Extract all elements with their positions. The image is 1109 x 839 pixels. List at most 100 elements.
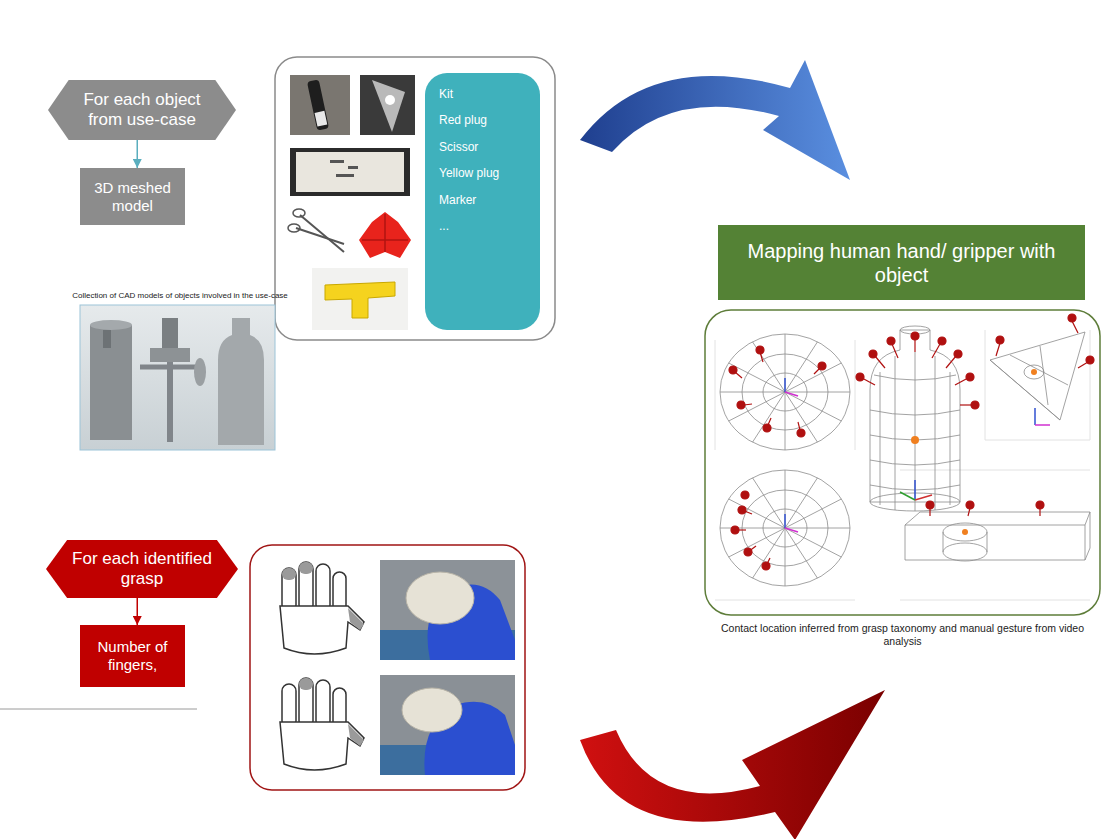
illustration-part bbox=[766, 558, 770, 566]
hexagon-fill bbox=[48, 80, 236, 140]
illustration-part bbox=[218, 318, 264, 445]
illustration-part bbox=[742, 510, 752, 514]
illustration-part bbox=[735, 529, 746, 530]
illustration-part bbox=[362, 239, 408, 241]
illustration-part bbox=[348, 608, 364, 630]
illustration-part bbox=[720, 470, 850, 586]
node-text: For each identified grasp bbox=[70, 549, 214, 590]
illustration-part bbox=[784, 378, 786, 392]
illustration-part bbox=[996, 336, 1004, 344]
mesh-panel bbox=[705, 310, 1100, 615]
illustration-part bbox=[856, 373, 864, 381]
illustration-part bbox=[300, 215, 344, 252]
illustration-part bbox=[275, 57, 555, 340]
node-text: Mapping human hand/ gripper with object bbox=[728, 239, 1075, 287]
illustration-part bbox=[299, 678, 313, 690]
illustration-part bbox=[748, 546, 756, 552]
illustration-part bbox=[280, 562, 364, 654]
illustration-part bbox=[290, 206, 350, 258]
illustration-part bbox=[715, 340, 716, 450]
illustration-part bbox=[869, 350, 877, 358]
illustration-part bbox=[954, 350, 962, 358]
illustration-part bbox=[985, 330, 986, 440]
illustration-part bbox=[296, 152, 404, 192]
illustration-part bbox=[720, 334, 850, 450]
illustration-part bbox=[720, 470, 850, 586]
illustration-part bbox=[966, 373, 974, 381]
flow-arrow bbox=[580, 60, 850, 180]
illustration-part bbox=[875, 356, 885, 368]
illustration-part bbox=[1090, 330, 1091, 440]
illustration-part bbox=[293, 209, 305, 217]
illustration-part bbox=[250, 545, 525, 790]
illustration-part bbox=[1031, 369, 1037, 375]
illustration-part bbox=[194, 358, 206, 386]
illustration-part bbox=[729, 314, 1094, 570]
illustration-part bbox=[380, 560, 515, 660]
illustration-part bbox=[103, 330, 111, 348]
illustration-part bbox=[996, 343, 1000, 356]
illustration-part bbox=[90, 320, 132, 330]
illustration-part bbox=[167, 362, 173, 442]
illustration-part bbox=[915, 495, 932, 500]
illustration-part bbox=[307, 79, 329, 130]
illustration-part bbox=[336, 174, 354, 177]
caption-label: Contact location inferred from grasp tax… bbox=[705, 622, 1100, 647]
illustration-part bbox=[914, 480, 916, 500]
illustration-part bbox=[900, 492, 915, 500]
illustration-part bbox=[380, 675, 515, 775]
flow-arrow bbox=[580, 690, 885, 839]
illustration-part bbox=[926, 501, 934, 509]
illustration-part bbox=[312, 268, 408, 330]
illustration-part bbox=[402, 688, 462, 732]
illustration-part bbox=[372, 80, 405, 132]
list-item: ... bbox=[439, 219, 449, 233]
illustration-part bbox=[990, 332, 1085, 420]
illustration-part bbox=[900, 600, 1090, 601]
illustration-part bbox=[784, 514, 786, 528]
illustration-part bbox=[818, 362, 826, 370]
list-item: Kit bbox=[439, 87, 453, 101]
flow-connector bbox=[137, 140, 139, 168]
illustration-part bbox=[870, 375, 960, 490]
illustration-part bbox=[282, 568, 296, 580]
illustration-part bbox=[162, 318, 178, 348]
divider-line bbox=[0, 709, 197, 710]
illustration-part bbox=[385, 95, 395, 105]
illustration-part bbox=[315, 111, 328, 127]
illustration-part bbox=[1072, 321, 1078, 333]
illustration-part bbox=[384, 214, 386, 252]
illustration-part bbox=[359, 212, 411, 258]
illustration-part bbox=[966, 501, 974, 509]
illustration-part bbox=[1068, 314, 1076, 322]
cad-models-picture bbox=[80, 305, 275, 450]
illustration-part bbox=[288, 224, 300, 232]
illustration-part bbox=[1034, 408, 1036, 425]
illustration-part bbox=[985, 440, 1090, 441]
illustration-part bbox=[355, 205, 415, 265]
illustration-part bbox=[348, 166, 358, 169]
illustration-part bbox=[280, 678, 364, 770]
illustration-part bbox=[729, 366, 737, 374]
illustration-part bbox=[715, 600, 855, 601]
process-box: 3D meshed model bbox=[80, 168, 185, 225]
illustration-part bbox=[1078, 362, 1088, 368]
node-text: For each object from use-case bbox=[72, 90, 212, 131]
list-item: Yellow plug bbox=[439, 166, 499, 180]
illustration-part bbox=[90, 325, 132, 440]
illustration-part bbox=[929, 508, 930, 516]
illustration-part bbox=[330, 160, 344, 163]
illustration-part bbox=[290, 148, 410, 196]
illustration-part bbox=[737, 401, 745, 409]
illustration-part bbox=[785, 528, 798, 532]
illustration-part bbox=[911, 332, 919, 340]
process-box: Number of fingers, bbox=[80, 625, 185, 687]
header-box: Mapping human hand/ gripper with object bbox=[718, 225, 1085, 300]
illustration-part bbox=[715, 330, 1090, 600]
hexagon-fill bbox=[46, 540, 238, 598]
illustration-part bbox=[960, 404, 972, 405]
illustration-part bbox=[900, 470, 1090, 471]
illustration-part bbox=[911, 436, 919, 444]
object-list-box: KitRed plugScissorYellow plugMarker... bbox=[425, 73, 540, 330]
